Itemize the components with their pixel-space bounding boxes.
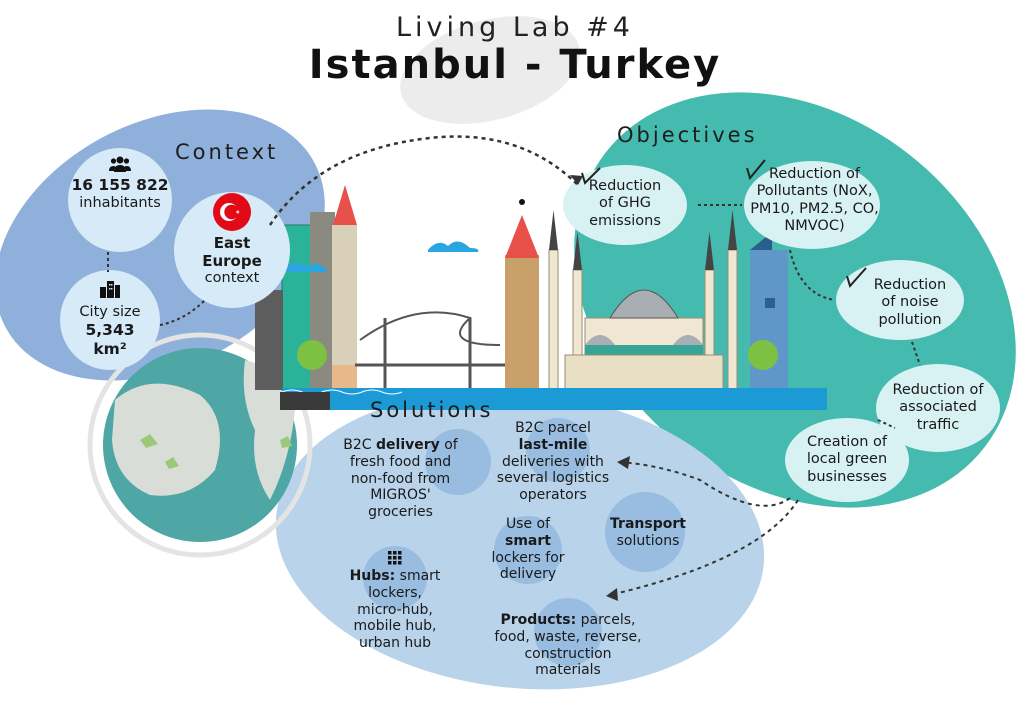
solution-transport-line2: solutions [616,532,680,549]
objective-green-line3: businesses [807,468,887,485]
turkey-flag-icon [180,192,284,232]
objective-ghg-circle [563,165,687,245]
objective-pollutants: Reduction of Pollutants (NoX, PM10, PM2.… [742,166,887,236]
objectives-heading: Objectives [617,123,758,147]
solution-transport-circle [605,492,685,572]
solution-lastmile-line1: B2C parcel [515,420,591,436]
city-size-block: City size 5,343 km² [60,280,160,359]
objective-pollutants-line4: NMVOC) [784,218,845,235]
solution-hubs: Hubs: smart lockers, micro-hub, mobile h… [340,551,450,652]
objective-traffic-line2: associated [899,399,977,416]
region-circle [174,192,290,308]
objective-pollutants-line2: Pollutants (NoX, [756,183,873,200]
objective-noise: Reduction of noise pollution [850,277,970,329]
objective-green: Creation of local green businesses [785,434,909,486]
solution-hubs-circle [363,546,427,610]
solution-smart-lockers: Use of smart lockers for delivery [478,516,578,583]
population-block: 16 155 822 inhabitants [68,156,172,212]
solution-hubs-line4: mobile hub, [353,618,437,635]
objective-traffic: Reduction of associated traffic [876,382,1000,434]
region-line2: Europe [202,252,262,270]
objective-pollutants-circle [744,161,880,249]
solution-last-mile: B2C parcel last-mile deliveries with sev… [478,420,628,504]
solution-b2c-delivery: B2C delivery of fresh food and non-food … [333,437,468,521]
istanbul-map [87,332,313,558]
objective-noise-line2: of noise [881,294,939,311]
solution-products-post: parcels, [576,612,636,628]
title-backdrop [400,16,580,124]
population-value: 16 155 822 [71,176,169,194]
region-block: East Europe context [180,192,284,287]
objective-traffic-line1: Reduction of [892,382,984,398]
population-label: inhabitants [79,194,161,211]
objective-noise-circle [836,260,964,340]
objective-ghg: Reduction of GHG emissions [570,178,680,230]
objective-traffic-line3: traffic [916,416,960,433]
objective-ghg-line1: Reduction [588,178,662,194]
hub-grid-icon [340,551,450,565]
objective-traffic-circle [876,364,1000,452]
objective-pollutants-line1: Reduction of [768,166,861,182]
city-size-value: 5,343 [85,321,135,340]
solution-lastmile-circle [526,418,590,482]
region-line3: context [204,270,260,286]
solution-lockers-circle [494,516,562,584]
population-circle [68,148,172,252]
objective-noise-line3: pollution [878,311,942,328]
solution-products-line4: materials [535,662,601,679]
solutions-heading: Solutions [370,398,494,422]
solution-lastmile-line3: deliveries with [502,453,604,470]
solution-delivery-post: of [439,437,458,453]
region-line1: East [213,234,251,252]
page-title: Istanbul - Turkey [308,42,722,88]
solution-transport: Transport solutions [598,516,698,550]
solution-lastmile-line4: several logistics [496,470,610,487]
solution-hubs-line5: urban hub [358,635,432,652]
solution-delivery-line3: non-food from [350,470,451,487]
solution-delivery-bold: delivery [376,437,440,453]
city-size-label: City size [79,304,141,320]
solution-lockers-line4: delivery [499,566,557,583]
solution-lockers-line1: Use of [505,516,551,532]
solution-lastmile-bold: last-mile [518,436,588,453]
solution-delivery-circle [425,429,491,495]
city-size-unit: km² [93,339,127,358]
city-size-circle [60,270,160,370]
objective-ghg-line3: emissions [589,212,661,229]
objective-noise-line1: Reduction [873,277,947,293]
solution-products: Products: parcels, food, waste, reverse,… [478,612,658,679]
solution-transport-bold: Transport [610,516,686,532]
solution-products-bold: Products: [500,612,577,628]
buildings-icon [60,280,160,298]
people-icon [68,156,172,172]
context-heading: Context [175,140,279,164]
solution-delivery-pre: B2C [343,437,377,453]
objective-pollutants-line3: PM10, PM2.5, CO, [750,200,879,217]
solution-lockers-line3: lockers for [491,549,565,566]
solution-hubs-line3: micro-hub, [357,601,433,618]
page-subtitle: Living Lab #4 [396,12,634,43]
solution-delivery-line4: MIGROS' [370,487,431,504]
solution-delivery-line2: fresh food and [349,453,452,470]
solution-lastmile-line5: operators [519,487,587,504]
solution-hubs-bold: Hubs: [349,568,396,584]
objective-green-circle [785,418,909,502]
objective-green-line1: Creation of [807,434,887,450]
solution-lockers-bold: smart [505,532,551,549]
objective-green-line2: local green [806,451,888,468]
solution-products-circle [534,598,602,666]
istanbul-skyline [255,185,827,410]
solution-hubs-post: smart [395,568,441,584]
solution-products-line3: construction [524,645,612,662]
solution-delivery-line5: groceries [368,504,433,521]
solution-hubs-line2: lockers, [368,584,422,601]
solution-products-line2: food, waste, reverse, [494,628,642,645]
objective-ghg-line2: of GHG [599,195,651,212]
